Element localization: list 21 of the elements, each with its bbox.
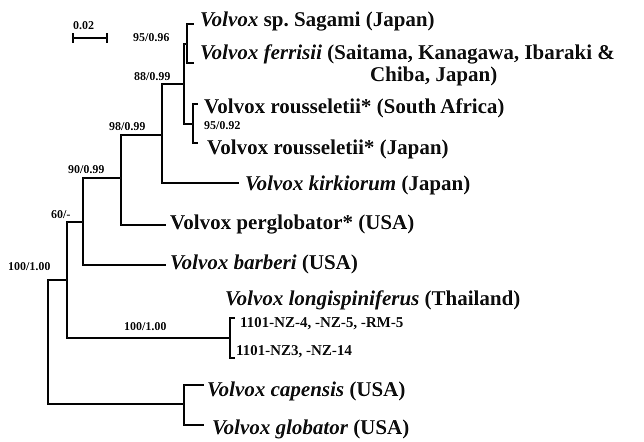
support-value: 95/0.96 <box>133 30 170 44</box>
taxon-label: Volvox perglobator* (USA) <box>170 211 414 234</box>
taxon-label: Volvox longispiniferus (Thailand) <box>225 287 520 310</box>
taxon-label: Volvox globator (USA) <box>212 416 410 438</box>
taxon-label: Volvox capensis (USA) <box>207 378 406 400</box>
taxon-label: Volvox ferrisii (Saitama, Kanagawa, Ibaraki & Chiba, Japan) <box>200 41 616 86</box>
strain-label: 1101-NZ-4, -NZ-5, -RM-5 <box>240 316 404 332</box>
taxon-label: Volvox rousseletii* (Japan) <box>207 136 449 158</box>
taxon-label: Volvox kirkiorum (Japan) <box>245 172 470 194</box>
taxon-label: Volvox rousseletii* (South Africa) <box>204 95 504 118</box>
support-value: 95/0.92 <box>204 118 240 132</box>
support-value: 98/0.99 <box>109 120 146 132</box>
strain-label: 1101-NZ3, -NZ-14 <box>236 344 352 360</box>
taxon-label: Volvox sp. Sagami (Japan) <box>200 8 435 30</box>
support-value: 90/0.99 <box>68 162 104 176</box>
support-value: 100/1.00 <box>8 260 50 272</box>
support-value: 88/0.99 <box>134 70 170 82</box>
support-value: 100/1.00 <box>124 320 166 332</box>
taxon-label: Volvox barberi (USA) <box>170 251 358 274</box>
scale-value: 0.02 <box>73 18 94 32</box>
support-value: 60/- <box>51 208 70 220</box>
